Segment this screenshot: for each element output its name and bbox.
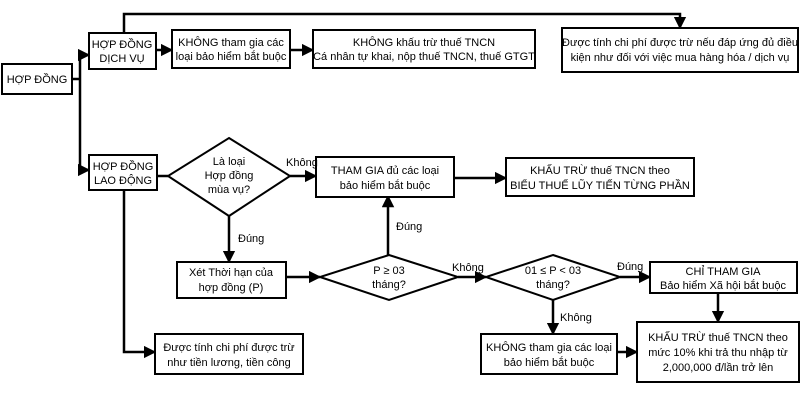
node-hop-dong-dich-vu-line-2: DỊCH VỤ bbox=[99, 53, 144, 65]
decision-p-01-03-line-2: tháng? bbox=[536, 279, 570, 291]
node-chi-phi-lao-dong-line-1: Được tính chi phí được trừ bbox=[163, 342, 295, 354]
edge-label-dung-p03: Đúng bbox=[396, 221, 422, 233]
node-hop-dong-dich-vu: HỢP ĐỒNG DỊCH VỤ bbox=[88, 32, 157, 70]
edge-laodong-to-chiphi bbox=[122, 190, 157, 359]
edge-label-dung-p0103: Đúng bbox=[617, 261, 643, 273]
node-chi-phi-lao-dong-line-2: như tiền lương, tiền công bbox=[167, 357, 290, 369]
node-chi-phi-dich-vu-line-1: Được tính chi phí được trừ nếu đáp ứng đ… bbox=[562, 37, 798, 49]
node-xet-thoi-han-line-1: Xét Thời hạn của bbox=[189, 267, 274, 279]
edge-hopdong-to-branches bbox=[72, 55, 82, 170]
node-khong-khau-tru-dich-vu-line-2: Cá nhân tự khai, nộp thuế TNCN, thuế GTG… bbox=[313, 51, 535, 63]
node-hop-dong-line: HỢP ĐỒNG bbox=[7, 73, 68, 86]
node-khong-bao-hiem-dich-vu-line-2: loại bảo hiểm bắt buộc bbox=[176, 50, 287, 63]
decision-mua-vu-line-1: Là loại bbox=[213, 156, 245, 168]
node-khau-tru-10-phan-tram: KHẤU TRỪ thuế TNCN theo mức 10% khi trả … bbox=[636, 321, 800, 383]
node-chi-tham-gia-bhxh-line-2: Bảo hiểm Xã hội bắt buộc bbox=[660, 279, 786, 292]
edge-label-khong-p0103: Không bbox=[560, 312, 592, 324]
node-chi-phi-dich-vu-line-2: kiện như đối với việc mua hàng hóa / dịc… bbox=[571, 52, 790, 64]
node-khong-bao-hiem-dich-vu-line-1: KHÔNG tham gia các bbox=[178, 36, 284, 49]
node-chi-tham-gia-bhxh-line-1: CHỈ THAM GIA bbox=[686, 265, 762, 278]
node-khau-tru-10-line-3: 2,000,000 đ/lần trở lên bbox=[663, 362, 774, 374]
edge-label-dung-muavu: Đúng bbox=[238, 233, 264, 245]
node-hop-dong-dich-vu-line-1: HỢP ĐỒNG bbox=[92, 38, 153, 51]
node-chi-phi-lao-dong: Được tính chi phí được trừ như tiền lươn… bbox=[154, 333, 304, 375]
node-xet-thoi-han-line-2: hợp đồng (P) bbox=[199, 282, 264, 294]
edge-label-khong-p03: Không bbox=[452, 262, 484, 274]
decision-p-ge-03-line-1: P ≥ 03 bbox=[373, 265, 405, 277]
decision-p-ge-03-line-2: tháng? bbox=[372, 279, 406, 291]
edge-dichvu-to-top-route bbox=[122, 12, 687, 33]
node-khong-bao-hiem-lao-dong-line-1: KHÔNG tham gia các loại bbox=[486, 341, 612, 354]
connectors bbox=[72, 12, 725, 359]
decision-mua-vu-line-3: mùa vụ? bbox=[208, 184, 250, 196]
edge-label-khong-muavu: Không bbox=[286, 157, 318, 169]
node-khau-tru-10-line-1: KHẤU TRỪ thuế TNCN theo bbox=[648, 331, 788, 344]
node-chi-tham-gia-bhxh: CHỈ THAM GIA Bảo hiểm Xã hội bắt buộc bbox=[649, 261, 798, 294]
node-hop-dong: HỢP ĐỒNG bbox=[1, 63, 73, 95]
node-khong-khau-tru-dich-vu-line-1: KHÔNG khấu trừ thuế TNCN bbox=[353, 36, 495, 49]
node-khau-tru-10-line-2: mức 10% khi trả thu nhập từ bbox=[648, 347, 788, 359]
node-khong-khau-tru-dich-vu: KHÔNG khấu trừ thuế TNCN Cá nhân tự khai… bbox=[312, 29, 536, 69]
node-hop-dong-lao-dong: HỢP ĐỒNG LAO ĐỘNG bbox=[88, 154, 158, 191]
node-khong-bao-hiem-lao-dong: KHÔNG tham gia các loại bảo hiểm bắt buộ… bbox=[480, 333, 618, 375]
node-khong-bao-hiem-dich-vu: KHÔNG tham gia các loại bảo hiểm bắt buộ… bbox=[171, 29, 291, 69]
node-khau-tru-luy-tien-line-1: KHẤU TRỪ thuế TNCN theo bbox=[530, 164, 670, 177]
decision-mua-vu: Là loại Hợp đồng mùa vụ? bbox=[166, 136, 292, 218]
node-tham-gia-du-bao-hiem: THAM GIA đủ các loại bảo hiểm bắt buộc bbox=[315, 156, 455, 198]
decision-mua-vu-line-2: Hợp đồng bbox=[205, 170, 254, 182]
node-chi-phi-dich-vu: Được tính chi phí được trừ nếu đáp ứng đ… bbox=[561, 27, 799, 73]
node-khau-tru-luy-tien: KHẤU TRỪ thuế TNCN theo BIỂU THUẾ LŨY TI… bbox=[505, 157, 695, 197]
node-khong-bao-hiem-lao-dong-line-2: bảo hiểm bắt buộc bbox=[504, 356, 595, 369]
node-tham-gia-du-bao-hiem-line-1: THAM GIA đủ các loại bbox=[331, 165, 439, 177]
decision-p-01-03-line-1: 01 ≤ P < 03 bbox=[525, 265, 581, 277]
decision-p-01-03: 01 ≤ P < 03 tháng? bbox=[482, 253, 624, 302]
node-xet-thoi-han: Xét Thời hạn của hợp đồng (P) bbox=[176, 261, 287, 299]
node-tham-gia-du-bao-hiem-line-2: bảo hiểm bắt buộc bbox=[340, 179, 431, 192]
node-hop-dong-lao-dong-line-1: HỢP ĐỒNG bbox=[93, 160, 154, 173]
decision-p-ge-03: P ≥ 03 tháng? bbox=[316, 253, 462, 302]
node-khau-tru-luy-tien-line-2: BIỂU THUẾ LŨY TIẾN TỪNG PHẦN bbox=[510, 179, 690, 192]
node-hop-dong-lao-dong-line-2: LAO ĐỘNG bbox=[94, 174, 152, 187]
